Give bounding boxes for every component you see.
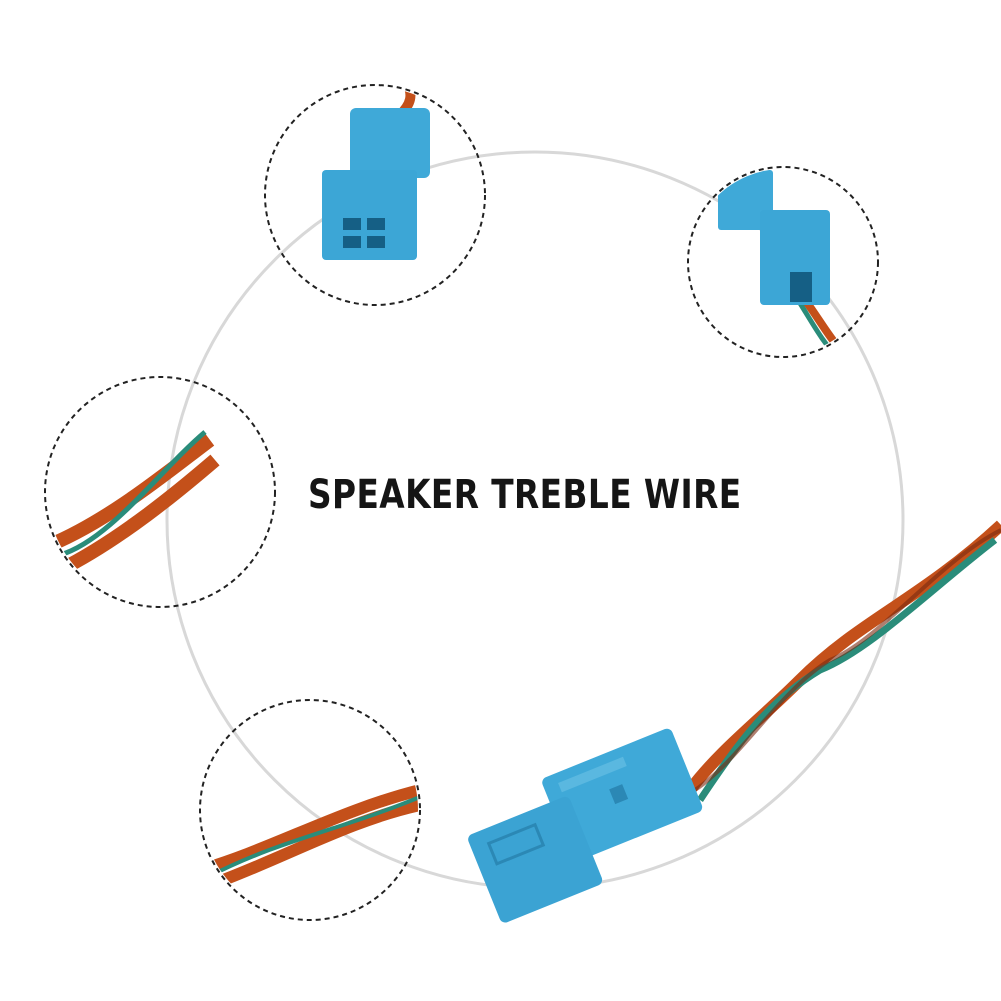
main-connector (468, 728, 703, 923)
product-title: SPEAKER TREBLE WIRE (308, 472, 742, 518)
main-twisted-wire (685, 520, 1001, 802)
inset-connector-front (264, 84, 486, 306)
inset-twisted-wire (199, 699, 421, 921)
inset-wire-end (44, 376, 276, 608)
inset-connector-side (687, 166, 879, 358)
